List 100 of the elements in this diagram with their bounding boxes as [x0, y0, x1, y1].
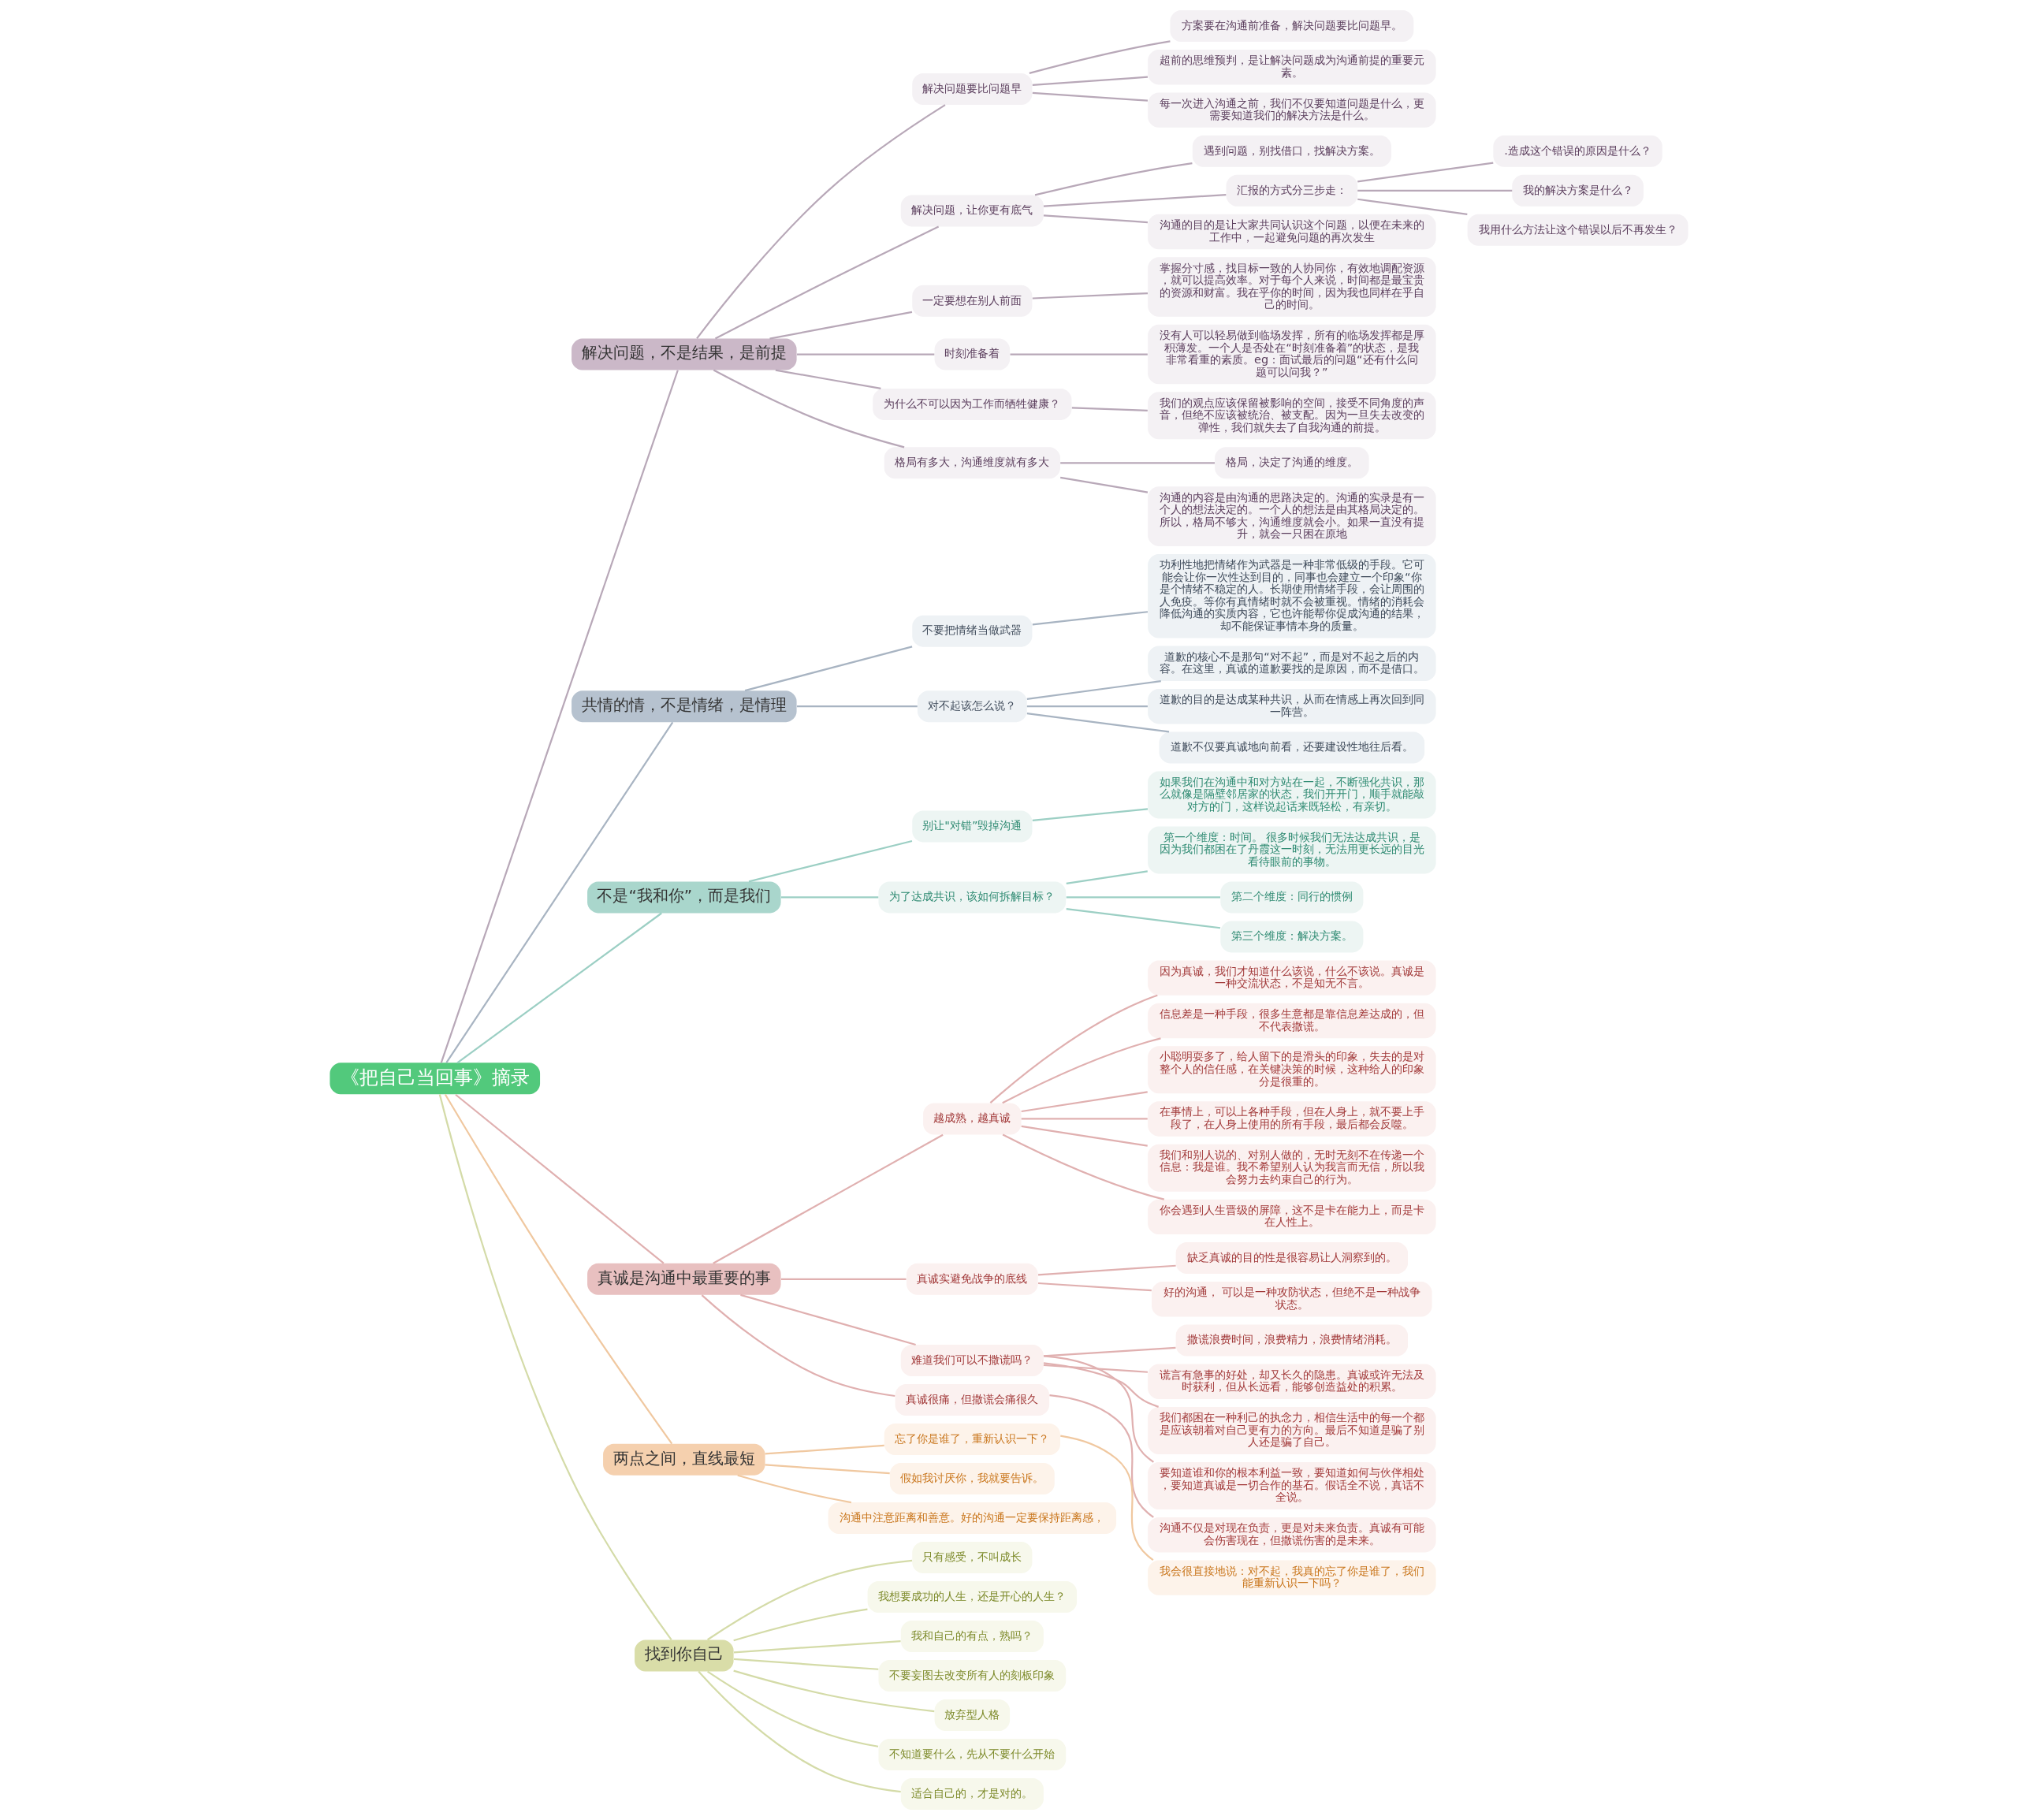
node-box: 道歉不仅要真诚地向前看，还要建设性地往后看。	[1159, 731, 1425, 764]
connector	[1032, 91, 1149, 102]
node-box: 为什么不可以因为工作而牺牲健康？	[873, 388, 1072, 420]
connector	[1026, 679, 1161, 701]
connector	[701, 1294, 895, 1398]
connector	[1034, 162, 1193, 196]
connector	[713, 1133, 944, 1264]
node-box: 解决问题，让你更有底气	[900, 195, 1044, 227]
connector	[1021, 1091, 1148, 1113]
node-box: 越成熟，越真诚	[923, 1103, 1022, 1135]
connector	[737, 1474, 852, 1504]
node-box: 我用什么方法让这个错误以后不再发生？	[1467, 214, 1688, 246]
node-box: 沟通的内容是由沟通的思路决定的。沟通的实录是有一个人的想法决定的。一个人的想法是由其格局决定的。所以，格局不够大，沟通维度就会小。如果一直没有提升，就会一只困在原地	[1148, 486, 1436, 546]
connector	[765, 1444, 884, 1455]
node-box: 因为真诚，我们才知道什么该说，什么不该说。真诚是一种交流状态，不是知无不言。	[1148, 960, 1436, 996]
node-box: 不知道要什么，先从不要什么开始	[878, 1739, 1067, 1771]
connector	[1037, 1282, 1152, 1292]
node-box: 不要妄图去改变所有人的刻板印象	[878, 1660, 1067, 1692]
node-box: 信息差是一种手段，很多生意都是靠信息差达成的，但不代表撒谎。	[1148, 1003, 1436, 1039]
connector	[765, 1464, 890, 1475]
connector	[1026, 705, 1148, 708]
connector	[769, 311, 913, 340]
node-box: 共情的情，不是情绪，是情理	[572, 690, 797, 723]
node-box: 《把自己当回事》摘录	[330, 1063, 541, 1095]
connector	[455, 1093, 665, 1264]
connector	[1066, 870, 1148, 884]
connector	[1043, 1364, 1148, 1373]
connector	[1002, 1133, 1165, 1200]
node-box: .造成这个错误的原因是什么？	[1493, 135, 1662, 167]
node-box: 每一次进入沟通之前，我们不仅要知道问题是什么，更需要知道我们的解决方法是什么。	[1148, 92, 1436, 128]
connector	[744, 646, 913, 692]
node-box: 真诚是沟通中最重要的事	[587, 1263, 781, 1295]
connector	[733, 1639, 901, 1654]
connector	[775, 369, 881, 389]
node-box: 找到你自己	[635, 1639, 734, 1672]
node-box: 汇报的方式分三步走：	[1226, 174, 1358, 207]
node-box: 别让"对错”毁掉沟通	[912, 810, 1033, 843]
connector	[1357, 189, 1513, 192]
node-box: 道歉的核心不是那句“对不起”，而是对不起之后的内容。在这里，真诚的道歉要找的是原因，而不是借口。	[1148, 646, 1436, 681]
node-box: 两点之间，直线最短	[603, 1443, 765, 1476]
connector	[1044, 1355, 1154, 1463]
connector	[989, 994, 1158, 1104]
node-box: 适合自己的，才是对的。	[900, 1778, 1044, 1810]
connector	[733, 1658, 879, 1670]
node-box: 不要把情绪当做武器	[912, 615, 1033, 647]
node-box: 格局，决定了沟通的维度。	[1215, 447, 1369, 479]
connector	[740, 1293, 916, 1346]
connector	[1032, 611, 1149, 626]
node-box: 只有感受，不叫成长	[912, 1542, 1033, 1574]
node-box: 道歉的目的是达成某种共识，从而在情感上再次回到同一阵营。	[1148, 689, 1436, 724]
node-box: 难道我们可以不撒谎吗？	[900, 1345, 1044, 1377]
connector	[707, 1559, 913, 1641]
connector	[1357, 162, 1494, 183]
node-box: 沟通中注意距离和善意。好的沟通一定要保持距离感，	[828, 1502, 1117, 1535]
connector	[796, 353, 935, 355]
node-box: 假如我讨厌你，我就要告诉。	[889, 1463, 1055, 1495]
connector	[696, 104, 946, 339]
node-box: 解决问题要比问题早	[912, 73, 1033, 105]
connector	[714, 225, 940, 340]
connector	[780, 896, 879, 899]
connector	[445, 721, 674, 1063]
connector	[456, 912, 662, 1064]
node-box: 小聪明耍多了，给人留下的是滑头的印象，失去的是对整个人的信任感，在关键决策的时候，这种给人的印象分是很重的。	[1148, 1046, 1436, 1094]
node-box: 我们的观点应该保留被影响的空间，接受不同角度的声音，但绝不应该被统治、被支配。因为一旦失去改变的弹性，我们就失去了自我沟通的前提。	[1148, 392, 1436, 440]
node-box: 沟通的目的是让大家共同认识这个问题，以便在未来的工作中，一起避免问题的再次发生	[1148, 214, 1436, 250]
node-box: 如果我们在沟通中和对方站在一起，不断强化共识，那么就像是隔壁邻居家的状态，我们开开门，顺手就能敲对方的门，这样说起话来既轻松，有亲切。	[1148, 771, 1436, 819]
node-box: 遇到问题，别找借口，找解决方案。	[1192, 135, 1391, 167]
node-box: 第一个维度：时间。 很多时候我们无法达成共识，是因为我们都困在了丹霞这一时刻，无法用更长远的目光看待眼前的事物。	[1148, 826, 1436, 874]
connector	[444, 1093, 673, 1445]
connector	[1002, 1037, 1161, 1104]
connector	[748, 839, 913, 883]
node-box: 忘了你是谁了，重新认识一下？	[884, 1424, 1060, 1456]
connector	[1043, 1362, 1160, 1408]
node-box: 没有人可以轻易做到临场发挥，所有的临场发挥都是厚积薄发。一个人是否处在“时刻准备着”的状态，是我非常看重的素质。eg：面试最后的问题“还有什么问题可以问我？”	[1148, 324, 1436, 385]
node-box: 放弃型人格	[934, 1699, 1011, 1732]
connector	[1029, 40, 1171, 74]
node-box: 方案要在沟通前准备，解决问题要比问题早。	[1170, 10, 1414, 42]
connector	[1060, 1435, 1154, 1561]
connector	[1060, 462, 1215, 464]
node-box: 真诚很痛，但撒谎会痛很久	[895, 1384, 1050, 1416]
node-box: 对不起该怎么说？	[917, 690, 1027, 723]
node-box: 在事情上，可以上各种手段，但在人身上，就不要上手段了，在人身上使用的所有手段，最后都会反噬。	[1148, 1101, 1436, 1137]
connector	[1032, 808, 1149, 822]
connector	[1032, 76, 1149, 86]
node-box: 撒谎浪费时间，浪费精力，浪费情绪消耗。	[1175, 1324, 1409, 1357]
node-box: 不是“我和你”，而是我们	[587, 881, 781, 914]
connector	[1049, 1394, 1154, 1518]
node-box: 我们都困在一种利己的执念力，相信生活中的每一个都是应该朝着对自己更有力的方向。最后不知道是骗了别人还是骗了自己。	[1148, 1406, 1436, 1454]
node-box: 你会遇到人生晋级的屏障，这不是卡在能力上，而是卡在人性上。	[1148, 1199, 1436, 1235]
node-box: 我们和别人说的、对别人做的，无时无刻不在传递一个信息：我是谁。我不希望别人认为我言而无信，所以我会努力去约束自己的行为。	[1148, 1144, 1436, 1192]
node-box: 要知道谁和你的根本利益一致，要知道如何与伙伴相处，要知道真诚是一切合作的基石。假话全不说，真话不全说。	[1148, 1461, 1436, 1509]
connector	[733, 1608, 868, 1642]
node-box: 我想要成功的人生，还是开心的人生？	[867, 1581, 1078, 1613]
node-box: 第三个维度：解决方案。	[1220, 921, 1364, 953]
node-box: 格局有多大，沟通维度就有多大	[884, 447, 1060, 479]
node-box: 谎言有急事的好处，却又长久的隐患。真诚或许无法及时获利，但从长远看，能够创造益处的积累。	[1148, 1364, 1436, 1399]
node-box: 我和自己的有点，熟吗？	[900, 1621, 1044, 1653]
connector	[780, 1278, 907, 1280]
node-box: 为了达成共识，该如何拆解目标？	[878, 881, 1067, 914]
connector	[1010, 353, 1148, 355]
